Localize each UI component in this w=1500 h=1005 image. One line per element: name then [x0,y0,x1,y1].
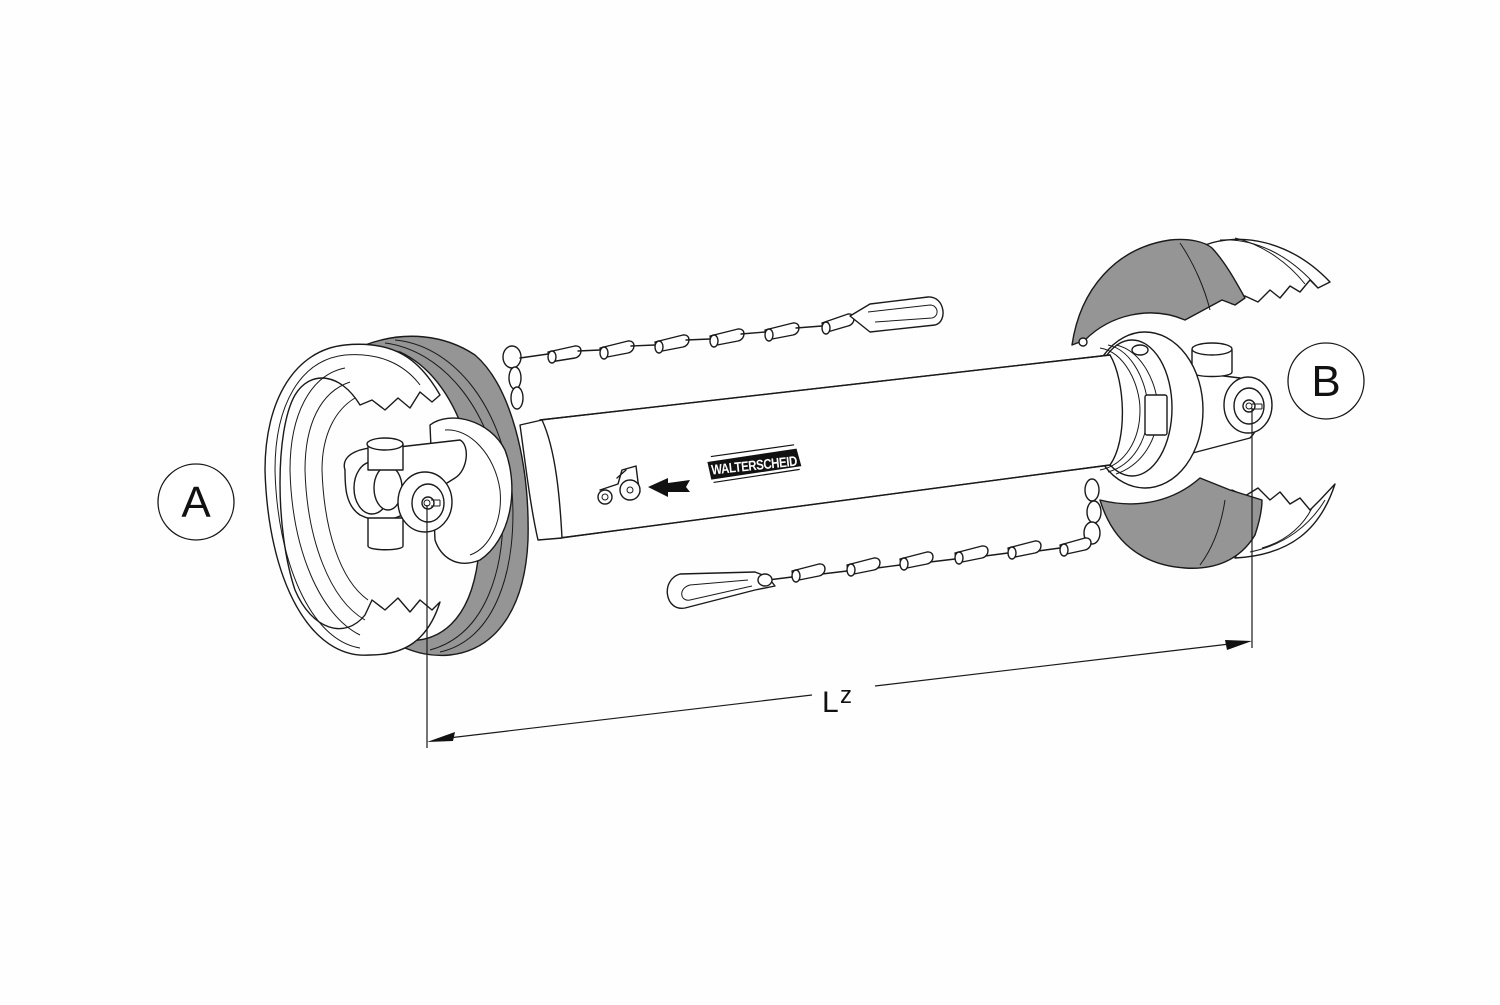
guard-cone-b [1071,237,1336,569]
tractor-icon [597,465,641,505]
drive-shaft-tube [519,354,1124,541]
label-a-text: A [181,478,211,527]
dimension-lz: L z [426,408,1253,748]
dimension-subscript: z [840,682,852,709]
dimension-symbol: L [822,686,839,719]
label-b: B [1287,342,1365,420]
label-b-text: B [1311,357,1340,406]
universal-joint-a [343,437,467,551]
guard-cone-a [264,335,529,657]
safety-chain-upper [502,296,944,410]
label-a: A [157,463,235,541]
arrow-left-icon [648,478,690,497]
arrowhead-left-icon [427,732,455,742]
arrowhead-right-icon [1225,640,1252,650]
safety-chain-lower [666,478,1102,609]
